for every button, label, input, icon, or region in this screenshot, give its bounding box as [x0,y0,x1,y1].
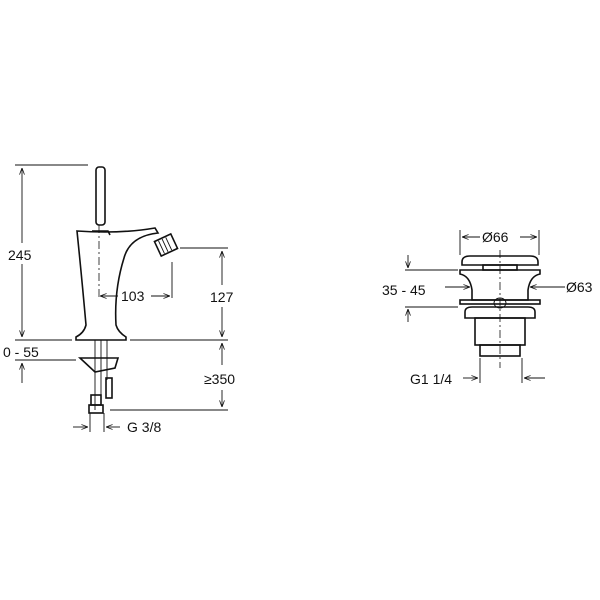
dim-cap-66: Ø66 [482,229,509,245]
faucet-dimensions: 245 0 - 55 127 103 ≥350 G 3/8 [3,164,235,435]
supply-pipes [94,340,108,410]
hose-fitting [105,377,113,399]
dim-deck-thickness: 0 - 55 [3,344,39,360]
drain-cap [461,255,539,266]
drain-dimensions: Ø66 35 - 45 Ø63 G1 1/4 [382,229,593,387]
connector [90,394,102,406]
dim-connection-g38: G 3/8 [127,419,161,435]
dim-reach-103: 103 [121,288,145,304]
dim-spout-127: 127 [210,289,234,305]
drain-thread [479,344,521,357]
faucet-body [75,227,160,341]
lever-base [92,230,111,236]
dim-height-245: 245 [8,247,32,263]
spout-nozzle [153,232,179,258]
bidet-faucet [75,166,179,414]
dim-hose-350: ≥350 [204,371,235,387]
lock-nut [464,306,536,319]
drain-waste [459,250,541,368]
mounting-plate [77,357,120,373]
dim-thread-g114: G1 1/4 [410,371,452,387]
dim-thickness-35-45: 35 - 45 [382,282,426,298]
dim-body-63: Ø63 [566,279,593,295]
connector-nut [88,404,104,414]
faucet-lever [95,166,106,226]
